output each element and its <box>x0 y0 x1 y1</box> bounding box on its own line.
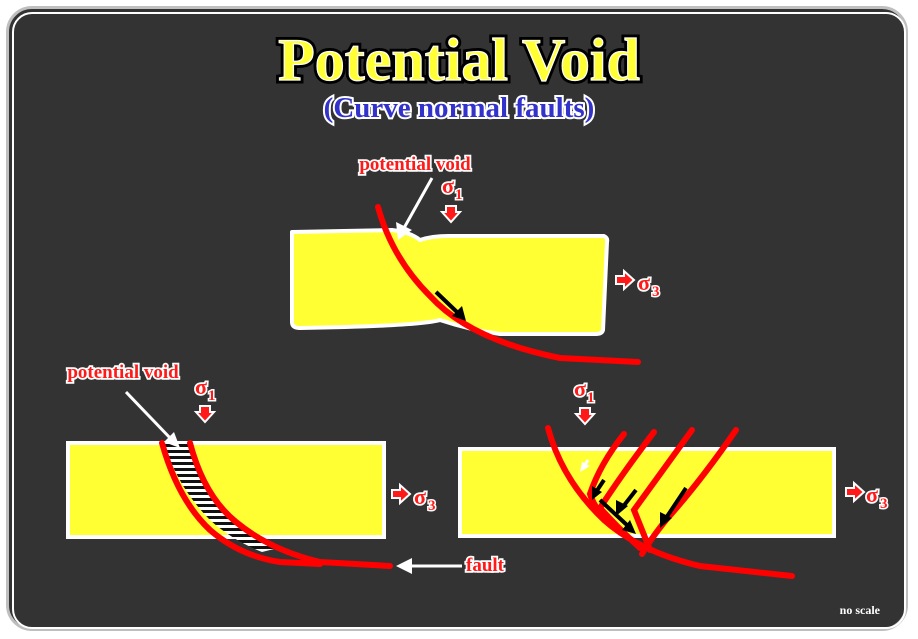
left-void-pointer-arrow <box>124 390 180 448</box>
label-fault: fault <box>466 555 505 576</box>
sigma1-right: σ 1 <box>572 374 597 426</box>
arrow-right-icon <box>391 482 412 506</box>
svg-text:σ: σ <box>414 484 426 509</box>
svg-text:σ: σ <box>866 482 878 507</box>
top-slip-arrow <box>434 290 466 321</box>
page-title-outline: Potential Void <box>278 27 640 93</box>
sigma3-right: σ 3 <box>845 480 889 514</box>
svg-text:σ: σ <box>442 173 454 198</box>
arrow-right-icon <box>845 480 866 504</box>
label-potential-void-left: potential void <box>67 362 179 383</box>
top-fault-line <box>375 204 641 365</box>
right-white-arrow <box>580 459 590 472</box>
right-slip-arrows <box>592 478 688 534</box>
svg-text:1: 1 <box>587 390 595 406</box>
right-fault-line-2 <box>586 431 627 525</box>
top-void-pointer-arrow <box>396 177 434 240</box>
sigma3-top: σ 3 <box>615 268 661 302</box>
left-void-hatch <box>164 443 278 552</box>
page-subtitle: (Curve normal faults) <box>324 92 595 124</box>
arrow-down-icon <box>439 205 463 224</box>
svg-text:σ: σ <box>574 376 586 401</box>
left-fault-line-hangingwall <box>159 440 323 567</box>
left-fault-line-footwall <box>187 440 393 569</box>
svg-text:σ: σ <box>195 374 207 399</box>
svg-text:1: 1 <box>208 388 216 404</box>
top-fault-block <box>290 228 610 336</box>
fault-pointer-arrow <box>396 558 462 574</box>
label-no-scale: no scale <box>840 603 881 617</box>
svg-text:3: 3 <box>880 496 888 512</box>
svg-text:3: 3 <box>652 284 660 300</box>
page-title: Potential Void <box>278 27 640 93</box>
arrow-right-icon <box>615 268 636 292</box>
sigma3-left: σ 3 <box>391 482 437 516</box>
right-fault-line-4 <box>630 427 695 553</box>
svg-text:σ: σ <box>638 270 650 295</box>
arrow-down-icon <box>193 405 217 424</box>
right-fault-line-3 <box>596 429 657 551</box>
label-potential-void-top: potential void <box>359 154 471 175</box>
svg-text:1: 1 <box>455 187 463 203</box>
svg-text:3: 3 <box>428 498 436 514</box>
sigma1-left: σ 1 <box>193 372 217 424</box>
sigma1-top: σ 1 <box>439 171 464 224</box>
arrow-down-icon <box>573 407 597 426</box>
